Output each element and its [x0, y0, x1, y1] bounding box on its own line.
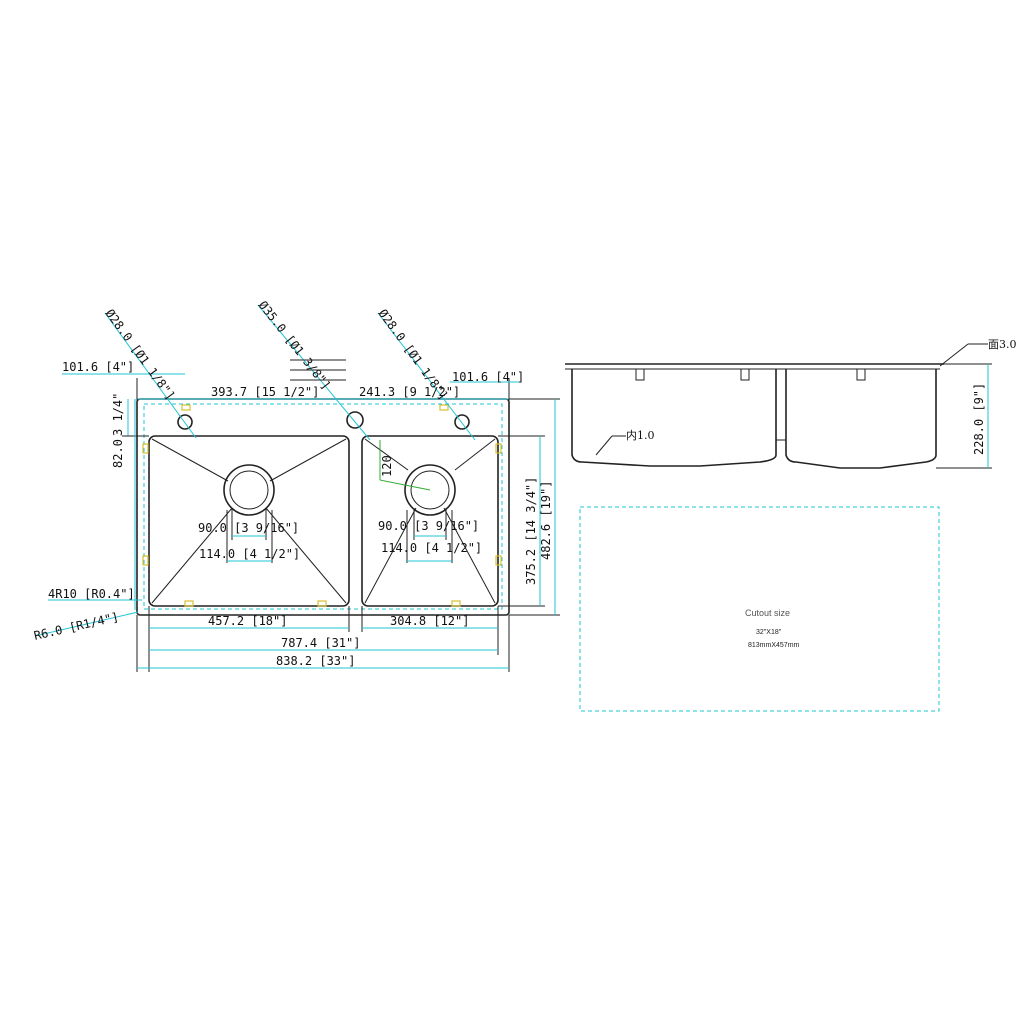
- right-drain: [404, 464, 456, 516]
- drain-left-dim: 90.0 [3 9/16"]: [198, 521, 299, 535]
- drain-right-dim: 90.0 [3 9/16"]: [378, 519, 479, 533]
- hole-left-diameter: Ø28.0 [Ø1 1/8"]: [103, 307, 178, 403]
- bowl-right-width: 304.8 [12"]: [390, 614, 469, 628]
- right-bowl-outline: [361, 435, 499, 607]
- inner-thickness: 内1.0: [626, 428, 655, 442]
- mounting-clip: [439, 404, 449, 411]
- drain-left-outer-dim: 114.0 [4 1/2"]: [199, 547, 300, 561]
- inner-radius: 4R10 [R0.4"]: [48, 587, 135, 601]
- mounting-clip: [495, 443, 502, 454]
- side-right-bowl: [785, 369, 937, 469]
- left-bowl-slope-line: [151, 507, 233, 604]
- left-drain: [223, 464, 275, 516]
- side-view: 面3.0 内1.0 228.0 [9"]: [565, 338, 1017, 469]
- center-faucet-hole: [346, 411, 364, 429]
- deck-depth: 82.0: [111, 439, 125, 468]
- right-bowl-slope-line: [454, 438, 496, 471]
- corner-radius: R6.0 [R1/4"]: [33, 610, 121, 643]
- left-bowl-slope-line: [269, 438, 347, 482]
- top-view: Ø28.0 [Ø1 1/8"] Ø35.0 [Ø1 3/8"] Ø28.0 [Ø…: [33, 298, 560, 672]
- offset-left: 101.6 [4"]: [62, 360, 134, 374]
- inner-width: 787.4 [31"]: [281, 636, 360, 650]
- left-bowl-slope-line: [151, 438, 229, 482]
- mounting-clip: [495, 555, 502, 566]
- sink-flange-outline: [143, 403, 503, 610]
- mounting-clip: [181, 404, 191, 411]
- sink-outer-outline: [136, 398, 510, 616]
- drain-offset: 120: [380, 455, 394, 477]
- hole-center-diameter: Ø35.0 [Ø1 3/8"]: [256, 298, 334, 392]
- offset-right: 101.6 [4"]: [452, 370, 524, 384]
- mounting-clip: [451, 600, 461, 607]
- top-to-hole: 3 1/4": [111, 393, 125, 436]
- side-left-bowl: [571, 369, 777, 467]
- overall-depth: 482.6 [19"]: [539, 481, 553, 560]
- mounting-clip: [317, 600, 327, 607]
- mounting-clip: [142, 555, 149, 566]
- left-faucet-hole: [177, 414, 193, 430]
- sink-height: 228.0 [9"]: [972, 383, 986, 455]
- left-bowl-outline: [148, 435, 350, 607]
- cutout-template: Cutout size 32"X18" 813mmX457mm: [579, 506, 940, 712]
- cutout-outline: [579, 506, 940, 712]
- hole-spacing-left: 393.7 [15 1/2"]: [211, 385, 319, 399]
- bowl-depth: 375.2 [14 3/4"]: [524, 477, 538, 585]
- overall-width: 838.2 [33"]: [276, 654, 355, 668]
- cutout-size-mm: 813mmX457mm: [748, 642, 800, 649]
- left-drain-inner: [229, 470, 269, 510]
- right-bowl-slope-line: [364, 438, 409, 471]
- face-thickness: 面3.0: [988, 338, 1017, 351]
- mounting-clip: [184, 600, 194, 607]
- right-drain-inner: [410, 470, 450, 510]
- bowl-left-width: 457.2 [18"]: [208, 614, 287, 628]
- right-faucet-hole: [454, 414, 470, 430]
- cutout-title: Cutout size: [745, 608, 790, 618]
- hole-spacing-right: 241.3 [9 1/2"]: [359, 385, 460, 399]
- mounting-clip: [142, 443, 149, 454]
- left-bowl-slope-line: [265, 507, 347, 604]
- drain-right-outer-dim: 114.0 [4 1/2"]: [381, 541, 482, 555]
- cutout-size-in: 32"X18": [756, 629, 782, 636]
